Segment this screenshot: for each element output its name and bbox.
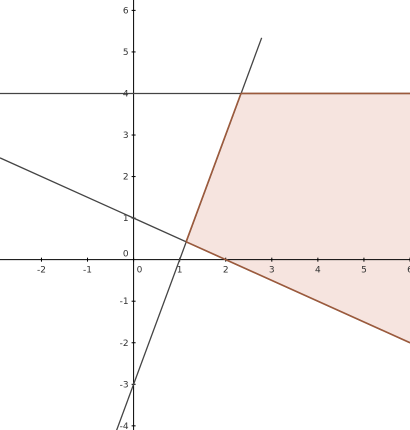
region-edges-layer [185,92,410,344]
x-tick-label: -1 [83,266,92,276]
x-tick-label: 6 [407,266,410,276]
y-tick-label: 0 [123,250,129,260]
y-tick-label: 5 [123,48,129,58]
y-tick-label: -3 [120,380,129,390]
region-edge [185,93,242,243]
y-tick-label: 2 [123,173,129,183]
x-tick-label: 4 [315,266,321,276]
x-tick-label: 2 [223,266,229,276]
x-tick-label: 3 [269,266,275,276]
feasible-region-layer [186,93,410,343]
y-tick-label: -4 [120,422,129,430]
x-tick-label: 1 [177,266,183,276]
y-tick-label: -2 [120,339,129,349]
x-tick-label: 0 [137,266,143,276]
x-tick-label: 5 [361,266,367,276]
y-tick-label: 1 [123,214,129,224]
y-tick-label: -1 [120,297,129,307]
y-tick-label: 4 [123,89,129,99]
y-tick-label: 3 [123,131,129,141]
y-tick-label: 6 [123,6,129,16]
tick-labels-layer: -2 -1 0 1 2 3 4 5 6 -4 -3 -2 -1 0 1 2 3 4 5 6 [37,6,410,430]
region-edge [185,241,410,344]
x-tick-label: -2 [37,266,46,276]
feasible-region [186,93,410,343]
